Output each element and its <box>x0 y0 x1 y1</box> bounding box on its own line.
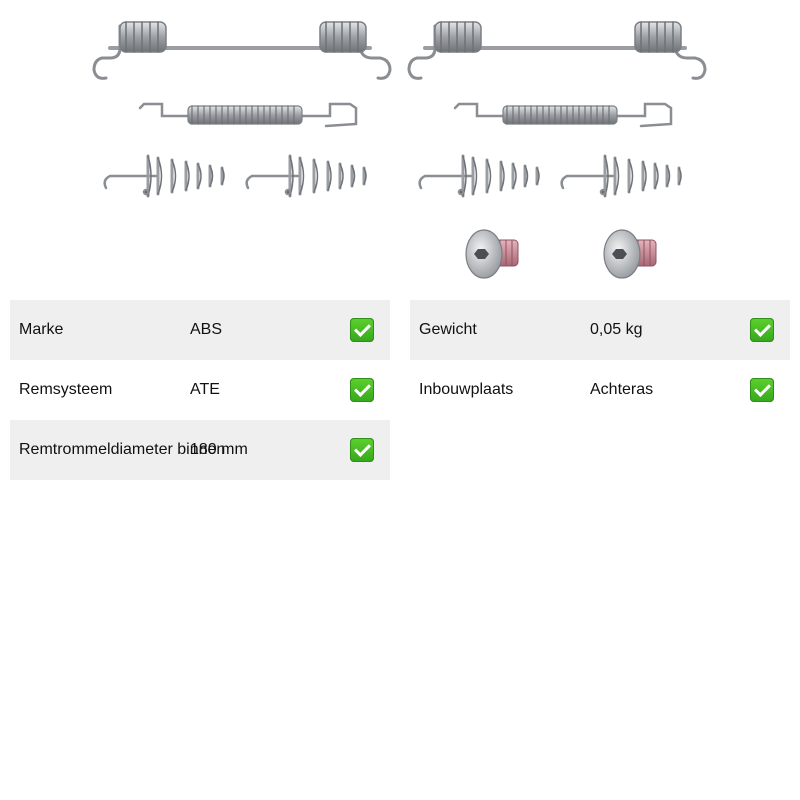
hold-down-spring-1 <box>103 154 225 198</box>
spec-row-inbouwplaats: Inbouwplaats Achteras <box>410 360 790 420</box>
hold-down-spring-2 <box>245 154 367 198</box>
tension-spring <box>138 102 358 128</box>
spec-value: ATE <box>190 381 220 398</box>
spec-row-remtrommeldiameter: Remtrommeldiameter binnen 180 mm <box>10 420 390 480</box>
check-icon <box>750 318 774 342</box>
spec-value: 180 mm <box>190 441 248 458</box>
spec-label: Inbouwplaats <box>419 381 514 398</box>
spec-table-right: Gewicht 0,05 kg Inbouwplaats Achteras <box>410 300 790 420</box>
spec-value: Achteras <box>590 381 654 398</box>
check-icon <box>350 378 374 402</box>
spec-label: Gewicht <box>419 321 477 338</box>
spec-value: 0,05 kg <box>590 321 643 338</box>
spec-row-remsysteem: Remsysteem ATE <box>10 360 390 420</box>
spec-table-left: Marke ABS Remsysteem ATE Remtrommeldiame… <box>10 300 390 480</box>
bolt-2 <box>603 229 657 279</box>
bolt-1 <box>465 229 519 279</box>
spec-row-marke: Marke ABS <box>10 300 390 360</box>
spec-row-gewicht: Gewicht 0,05 kg <box>410 300 790 360</box>
check-icon <box>350 318 374 342</box>
spring-set-left <box>92 21 392 198</box>
spring-set-right <box>407 20 707 198</box>
check-icon <box>750 378 774 402</box>
spec-label: Remtrommeldiameter binnen <box>19 441 226 458</box>
check-icon <box>350 438 374 462</box>
spec-label: Marke <box>19 321 64 338</box>
spec-label: Remsysteem <box>19 381 113 398</box>
large-return-spring <box>92 21 392 80</box>
spec-value: ABS <box>190 321 223 338</box>
product-image <box>92 20 707 279</box>
